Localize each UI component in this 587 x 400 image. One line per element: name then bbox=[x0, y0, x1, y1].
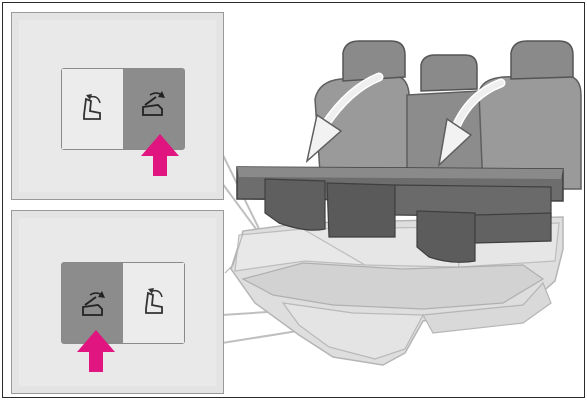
inset-top bbox=[11, 12, 224, 200]
press-arrow-top bbox=[139, 132, 181, 178]
seat-backs bbox=[307, 41, 581, 189]
inset-bottom bbox=[11, 210, 224, 394]
seat-return-icon bbox=[140, 287, 168, 317]
seat-fold-icon bbox=[78, 289, 108, 319]
seat-fold-icon bbox=[138, 89, 168, 119]
inset-bottom-background bbox=[19, 218, 216, 386]
press-arrow-bottom bbox=[75, 328, 117, 374]
seat-return-icon bbox=[78, 93, 106, 123]
inset-top-background bbox=[19, 20, 216, 192]
